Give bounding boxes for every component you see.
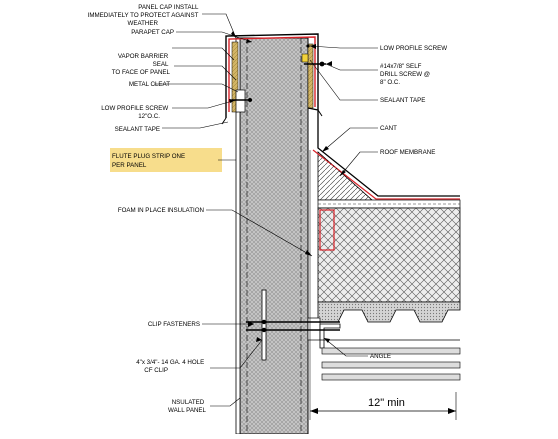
label-self-drill-screw: #14x7/8" SELF DRILL SCREW @ 8" O.C. xyxy=(380,63,432,86)
label-cf-clip: 4"x 3/4"- 14 GA. 4 HOLE CF CLIP xyxy=(136,359,206,374)
label-insulated-wall-panel: NSULATED WALL PANEL xyxy=(168,399,206,414)
cf-clip xyxy=(261,289,267,361)
parapet-cap xyxy=(225,33,319,118)
label-parapet-cap: PARAPET CAP xyxy=(131,29,174,36)
leader-lines-right xyxy=(309,45,378,357)
steel-angle xyxy=(319,323,341,349)
rigid-insulation xyxy=(317,207,461,303)
label-flute-plug-strip: FLUTE PLUG STRIP ONE PER PANEL xyxy=(112,153,187,169)
leader-arrows-right xyxy=(310,44,346,343)
leader-lines-left xyxy=(154,13,313,407)
self-drill-screw-head xyxy=(319,61,325,67)
sealant-tape-right xyxy=(301,53,309,63)
label-sealant-tape-right: SEALANT TAPE xyxy=(380,97,425,104)
label-dimension: 12" min xyxy=(368,397,405,409)
structure-flange xyxy=(321,347,461,355)
cap-drip-right xyxy=(317,109,323,117)
vapor-barrier-left xyxy=(231,41,239,113)
insulation-red-detail xyxy=(319,209,335,251)
label-low-profile-screw-right: LOW PROFILE SCREW xyxy=(380,45,447,52)
clip-bolt-head-1 xyxy=(261,319,267,325)
parapet-cap-red-outline xyxy=(228,36,316,112)
structure-beam-bottom xyxy=(321,373,461,381)
left-screw-head xyxy=(248,98,252,102)
membrane-dashes xyxy=(317,151,373,201)
vapor-barrier-right xyxy=(307,43,314,109)
label-roof-membrane: ROOF MEMBRANE xyxy=(380,149,435,156)
structure-beam-top xyxy=(321,361,461,369)
dimension-arrow-right xyxy=(448,408,456,414)
counter-flashing xyxy=(307,107,460,197)
low-profile-screw-right xyxy=(306,44,310,48)
clip-bolt-head-2 xyxy=(261,327,267,333)
wall-panel xyxy=(239,37,309,435)
dimension-arrow-left xyxy=(310,408,318,414)
label-sealant-tape-left: SEALANT TAPE xyxy=(115,126,160,133)
metal-cleat xyxy=(235,89,246,113)
label-vapor-barrier: VAPOR BARRIER SEAL TO FACE OF PANEL xyxy=(112,53,171,76)
metal-deck xyxy=(317,301,461,323)
label-cant: CANT xyxy=(380,125,397,132)
label-metal-cleat: METAL CLEAT xyxy=(129,81,170,88)
leader-arrows-left xyxy=(229,31,312,342)
label-foam-in-place: FOAM IN PLACE INSULATION xyxy=(118,207,204,214)
label-clip-fasteners: CLIP FASTENERS xyxy=(148,321,200,328)
label-panel-cap-install: PANEL CAP INSTALL IMMEDIATELY TO PROTECT… xyxy=(88,4,200,27)
flute-plug-highlight xyxy=(110,148,222,172)
label-angle: ANGLE xyxy=(370,353,391,360)
label-low-profile-screw-left: LOW PROFILE SCREW 12"O.C. xyxy=(101,105,170,120)
